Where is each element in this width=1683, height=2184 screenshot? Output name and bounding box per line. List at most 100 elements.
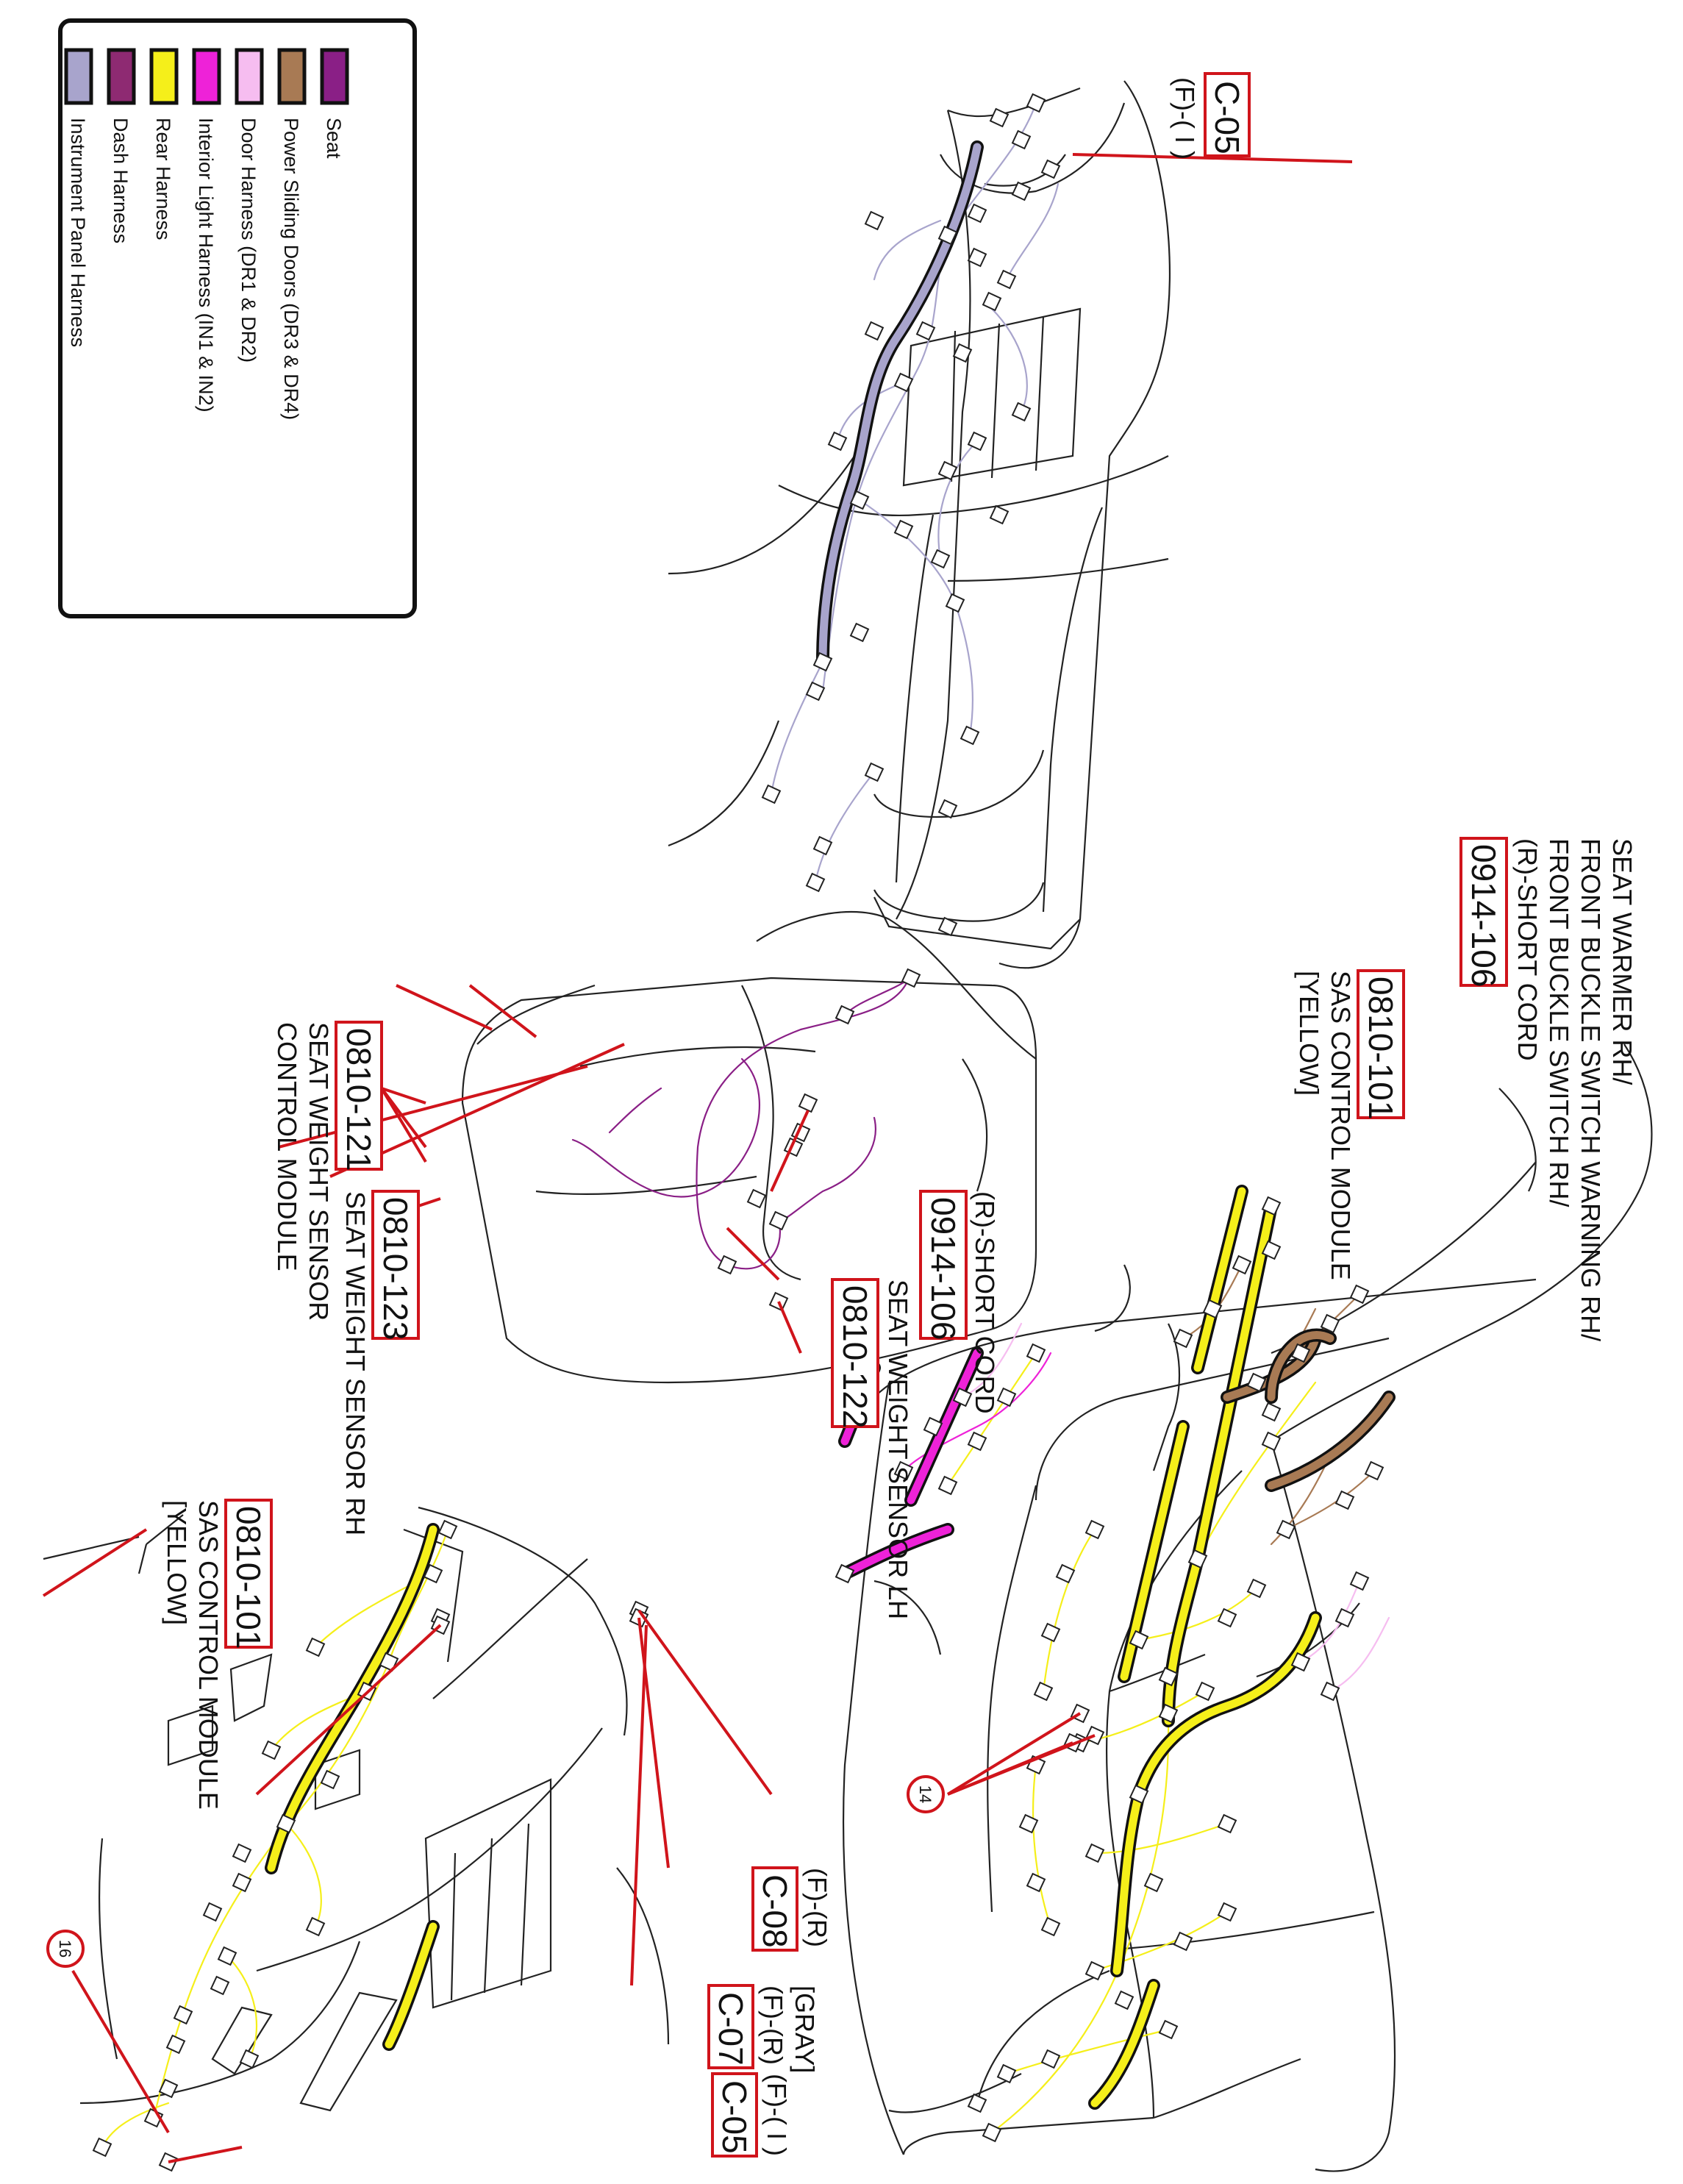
harness-connector [923, 1416, 943, 1437]
harness-connector [996, 2063, 1017, 2084]
harness-connector [893, 372, 914, 393]
harness-connector [1085, 1519, 1105, 1540]
harness-connector [989, 504, 1010, 525]
harness-connector [1085, 1960, 1105, 1981]
harness-connector [217, 1946, 237, 1966]
legend-label: Power Sliding Doors (DR3 & DR4) [280, 118, 302, 420]
callout-line: [YELLOW] [162, 1500, 192, 1625]
ground-number: 16 [56, 1940, 74, 1958]
connector-code: C-05 [1208, 81, 1246, 154]
callout-line: (R)-SHORT CORD [1512, 838, 1543, 1061]
callout-line: FRONT BUCKLE SWITCH WARNING RH/ [1576, 838, 1606, 1341]
callout-c07: [GRAY] (F)-(R) C-07 [707, 1984, 820, 2073]
harness-connector [798, 1093, 818, 1113]
harness-connector [827, 431, 848, 452]
harness-connector [239, 2049, 260, 2069]
harness-connector [1026, 1872, 1046, 1893]
callout-box [919, 1190, 968, 1340]
callout-box [1357, 969, 1405, 1119]
legend-label: Instrument Panel Harness [67, 118, 89, 347]
harness-connector [864, 210, 885, 231]
harness-connector [717, 1255, 737, 1275]
harness-connector [1349, 1571, 1370, 1591]
ground-circle [907, 1775, 945, 1813]
harness-connector [1158, 2019, 1179, 2040]
legend-label: Dash Harness [110, 118, 132, 243]
harness-connector [952, 1387, 973, 1407]
harness-connector [1011, 402, 1032, 422]
harness-connector [996, 269, 1017, 290]
callout-box [1204, 72, 1251, 157]
callout-box [371, 1190, 420, 1340]
harness-connector [437, 1519, 458, 1540]
harness-connector [232, 1872, 252, 1893]
connector-code: 0810-101 [229, 1506, 268, 1649]
harness-connector [937, 916, 958, 937]
harness-connector [967, 203, 987, 224]
harness-connector [1055, 1563, 1076, 1584]
harness-connector [805, 681, 826, 702]
harness-connector [761, 784, 782, 804]
legend-label: Interior Light Harness (IN1 & IN2) [195, 118, 217, 413]
harness-connector [1349, 1284, 1370, 1305]
harness-connector [261, 1740, 282, 1760]
harness-connector [849, 622, 870, 643]
harness-connector [1026, 93, 1046, 113]
callout-line: SAS CONTROL MODULE [1326, 971, 1356, 1280]
harness-connector [1320, 1681, 1340, 1702]
ground-number: 14 [916, 1785, 935, 1803]
callout-box [831, 1278, 879, 1428]
harness-connector [320, 1769, 340, 1790]
connector-code: 0914-106 [924, 1197, 962, 1340]
callout-c08: (F)-(R) C-08 [751, 1866, 832, 1952]
connector-code: C-07 [712, 1992, 750, 2066]
harness-connector [1011, 181, 1032, 201]
harness-connector [1158, 1703, 1179, 1724]
harness-connector [982, 2122, 1002, 2143]
harness-connector [937, 225, 958, 246]
harness-connector [1217, 1607, 1237, 1628]
harness-connector [1173, 1328, 1193, 1349]
callout-line: SEAT WEIGHT SENSOR LH [883, 1280, 913, 1619]
harness-connector [864, 321, 885, 341]
harness-connector [1334, 1490, 1355, 1510]
harness-connector [835, 1004, 855, 1025]
connector-spec: (F)-( I ) [762, 2074, 792, 2156]
connector-code: 0810-121 [340, 1028, 378, 1171]
harness-connector [967, 2093, 987, 2113]
callout-line: SAS CONTROL MODULE [193, 1500, 224, 1810]
harness-connector [165, 2034, 186, 2055]
harness-connector [812, 835, 833, 856]
harness-connector [1232, 1255, 1252, 1275]
legend-label: Seat [323, 118, 345, 159]
harness-connector [930, 549, 951, 569]
harness-connector [996, 1387, 1017, 1407]
legend-swatch [64, 48, 93, 105]
connector-color: [GRAY] [790, 1985, 820, 2073]
callout-box [224, 1499, 273, 1649]
seat-view [461, 910, 1037, 1384]
harness-connector [805, 872, 826, 893]
harness-connector [937, 460, 958, 481]
callout-line: SEAT WARMER RH/ [1607, 838, 1637, 1085]
harness-connector [1246, 1578, 1267, 1599]
connector-code: 0914-106 [1465, 844, 1503, 987]
harness-connector [1129, 1630, 1149, 1650]
harness-connector [92, 2137, 112, 2158]
legend-label: Door Harness (DR1 & DR2) [237, 118, 260, 363]
callout-0810-122: SEAT WEIGHT SENSOR LH 0810-122 [831, 1278, 913, 1619]
connector-spec: (F)-(R) [758, 1985, 788, 2065]
ground-point-14: 14 [907, 1712, 1096, 1813]
harness-connector [1040, 1622, 1061, 1643]
seat-connectors [717, 968, 921, 1312]
harness-connector [849, 490, 870, 510]
legend-frame [58, 18, 417, 618]
harness-connector [937, 1475, 958, 1496]
harness-connector [893, 519, 914, 540]
callout-0810-101-lower: 0810-101 SAS CONTROL MODULE [YELLOW] [162, 1499, 273, 1810]
harness-connector [1143, 1872, 1164, 1893]
harness-connector [1290, 1343, 1311, 1363]
harness-connector [901, 968, 921, 988]
